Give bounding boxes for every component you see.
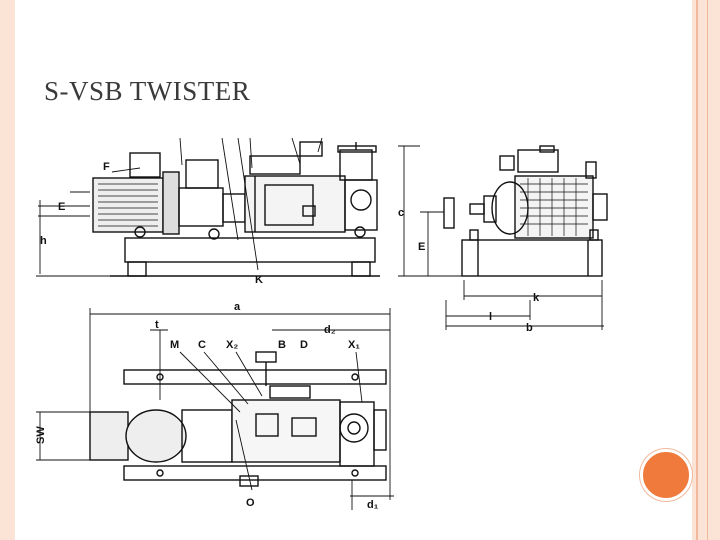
slide-frame-rule — [696, 0, 698, 540]
label-E-side: E — [58, 201, 65, 213]
label-c: c — [398, 207, 404, 219]
label-a: a — [234, 301, 241, 313]
base-frame — [124, 237, 376, 263]
label-X1: X₁ — [348, 339, 360, 351]
label-b: b — [526, 322, 533, 334]
label-E-end: E — [418, 241, 425, 253]
bottom-rail — [123, 465, 387, 481]
motor-body — [92, 177, 164, 233]
label-B: B — [278, 339, 286, 351]
label-C: C — [198, 339, 206, 351]
slide-frame-left — [0, 0, 15, 540]
label-d1: d₁ — [367, 499, 379, 511]
accent-circle — [640, 449, 692, 501]
side-view — [36, 137, 380, 277]
label-F: F — [103, 161, 110, 173]
label-t: t — [155, 319, 159, 331]
slide-title: S-VSB TWISTER — [44, 76, 251, 106]
label-h: h — [40, 235, 47, 247]
label-k: k — [533, 292, 540, 304]
label-O: O — [246, 497, 255, 509]
end-view — [398, 145, 608, 330]
slide-frame-rule-inner — [707, 0, 708, 540]
label-K: K — [255, 274, 263, 286]
label-l: l — [489, 311, 492, 323]
motor-end — [514, 175, 594, 239]
label-X2: X₂ — [226, 339, 238, 351]
label-d2: d₂ — [324, 324, 336, 336]
top-view — [36, 308, 394, 510]
label-M: M — [170, 339, 179, 351]
motor-top — [125, 409, 187, 463]
label-D: D — [300, 339, 308, 351]
label-SW: SW — [35, 426, 47, 444]
